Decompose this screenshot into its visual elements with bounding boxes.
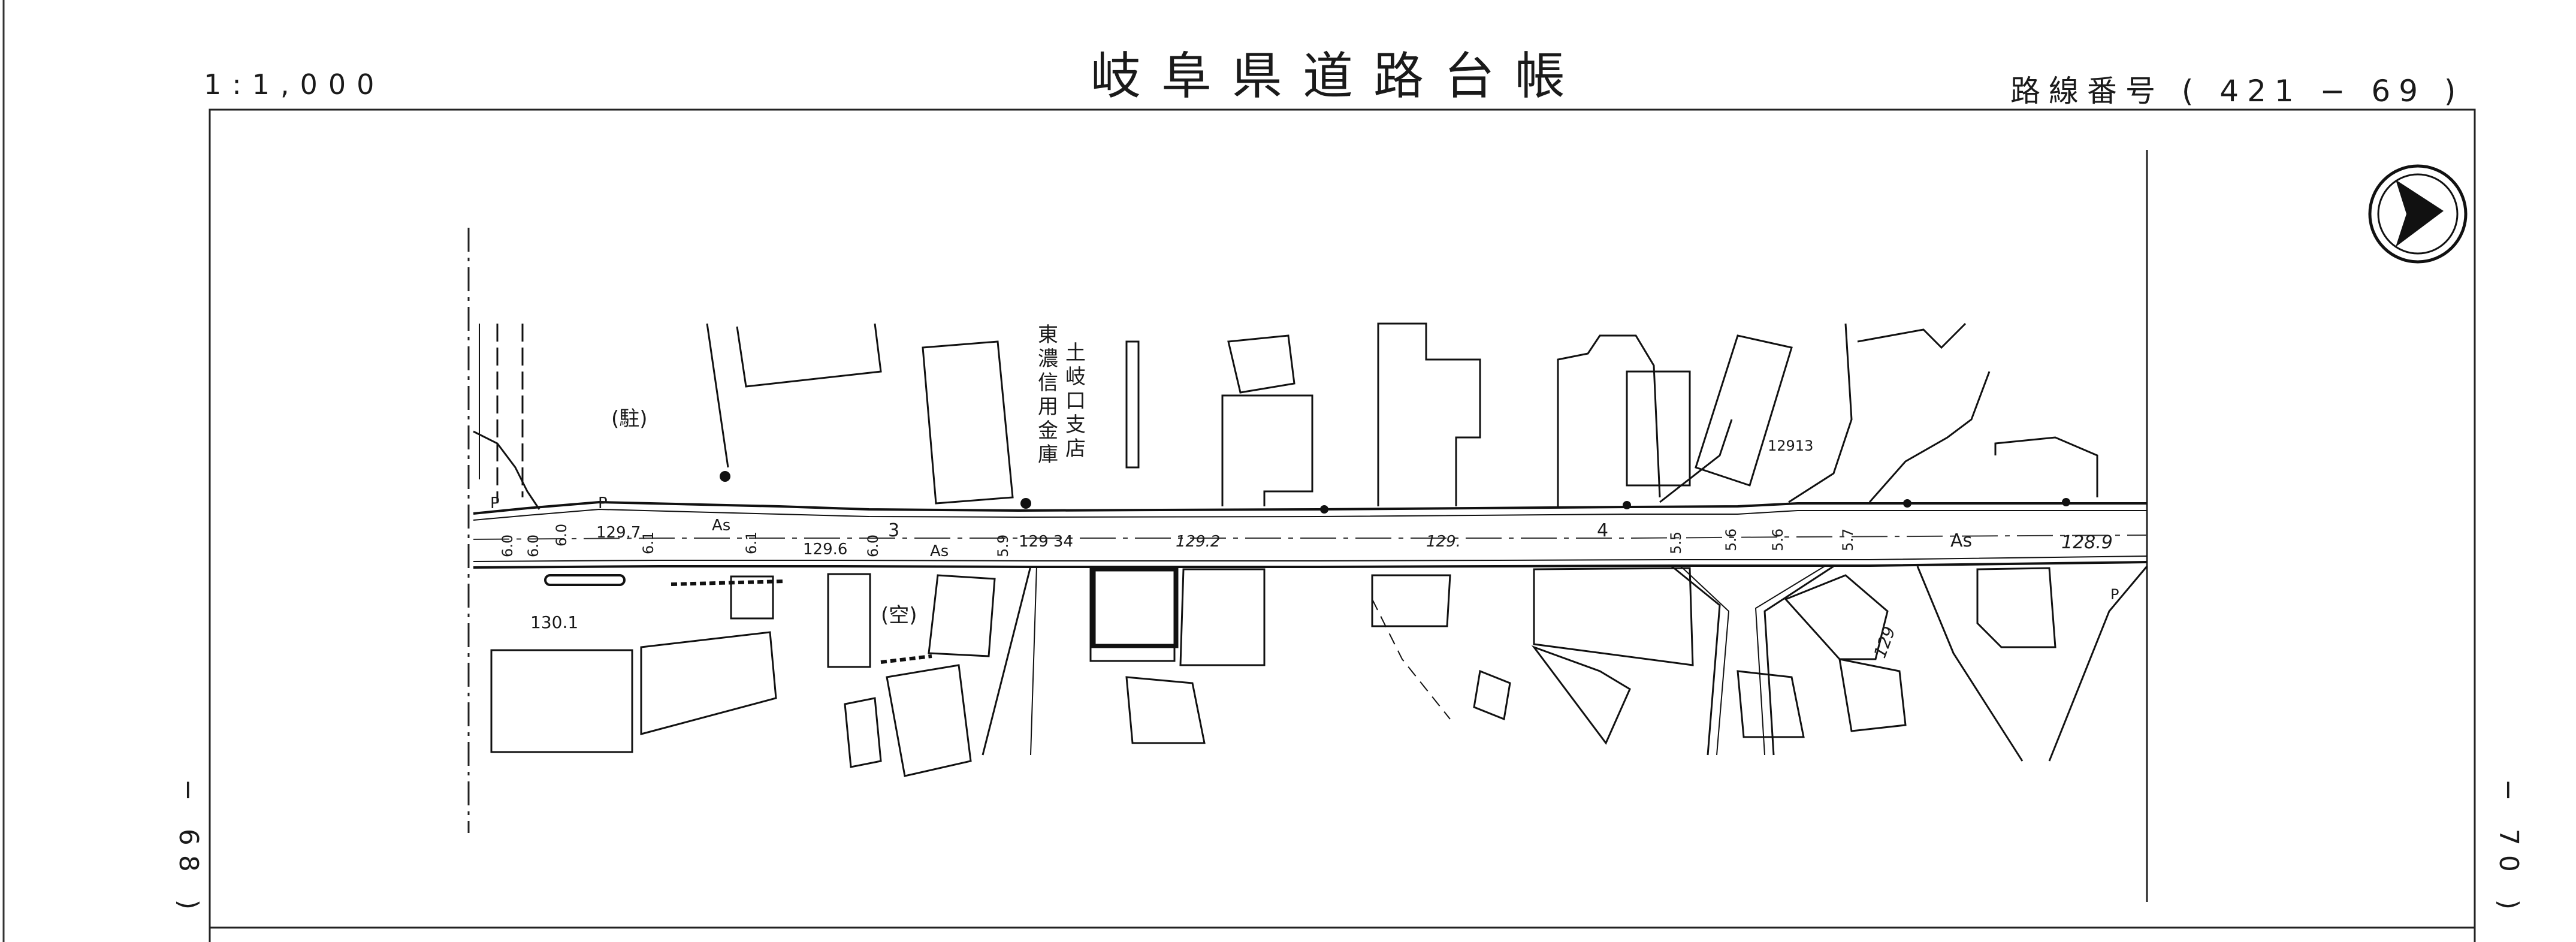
bank-name-char: 金 [1038, 419, 1058, 443]
buildings [490, 322, 2098, 777]
width-label: 5.6 [1769, 529, 1786, 551]
point-symbols [720, 471, 2070, 514]
elevation-label: 130.1 [530, 612, 578, 632]
map-title: 岐阜県道路台帳 [1091, 47, 1586, 105]
elevation-label: 129 [1870, 624, 1899, 661]
width-label: 6.1 [743, 532, 760, 554]
vacant-lot-label: (空) [881, 603, 917, 627]
width-label: 5.9 [995, 535, 1011, 557]
width-label: 5.5 [1668, 532, 1684, 554]
width-label: 4 [1597, 520, 1608, 541]
map-frame [209, 108, 2476, 942]
bank-name-char: 濃 [1038, 347, 1058, 371]
parking-mark: P [598, 494, 608, 512]
branch-name-char: 口 [1065, 389, 1086, 413]
route-number: 路線番号 ( 421 − 69 ) [2010, 74, 2465, 108]
width-label: 6.0 [865, 535, 881, 557]
width-label: 3 [888, 520, 899, 541]
branch-name-char: 土 [1065, 341, 1086, 365]
elevation-label: 129.7 [596, 524, 641, 542]
parking-mark: P [490, 494, 500, 512]
elevation-label: 129.6 [803, 541, 847, 558]
road-edges [473, 323, 2148, 762]
elevation-label: 129. [1426, 533, 1461, 551]
scale-label: 1:1,000 [204, 68, 385, 101]
parking-mark: P [2110, 586, 2119, 603]
map-labels: (駐) (空) 東 濃 信 用 金 庫 土 岐 口 支 店 As As As 1… [490, 323, 2119, 660]
bank-name-char: 用 [1038, 395, 1058, 419]
width-label: 6.0 [499, 535, 516, 557]
elevation-label: 129 34 [1019, 533, 1073, 551]
bank-name-char: 庫 [1038, 443, 1058, 467]
surface-label: As [712, 517, 730, 535]
surface-label: As [930, 542, 949, 560]
bank-name-char: 信 [1038, 371, 1058, 395]
width-label: 6.1 [640, 532, 657, 554]
north-arrow-icon [2368, 164, 2468, 264]
fence-line-2 [880, 654, 932, 664]
branch-name-char: 岐 [1065, 365, 1086, 389]
width-label: 5.7 [1840, 529, 1856, 551]
branch-name-char: 支 [1065, 413, 1086, 437]
branch-name-char: 店 [1065, 437, 1086, 461]
width-label: 6.0 [553, 524, 570, 547]
elevation-label: 128.9 [2061, 532, 2113, 553]
fence-line [671, 579, 786, 586]
planter-strip [544, 574, 626, 586]
road-centerline [473, 535, 2148, 540]
elevation-label: 12913 [1768, 437, 1813, 454]
elevation-label: 129.2 [1176, 533, 1220, 551]
surface-label: As [1950, 530, 1972, 551]
bank-name-char: 東 [1038, 323, 1058, 347]
width-label: 5.6 [1723, 529, 1740, 551]
width-label: 6.0 [525, 535, 542, 557]
building-highlighted [1091, 567, 1179, 648]
parking-lot-label: (駐) [611, 407, 648, 431]
